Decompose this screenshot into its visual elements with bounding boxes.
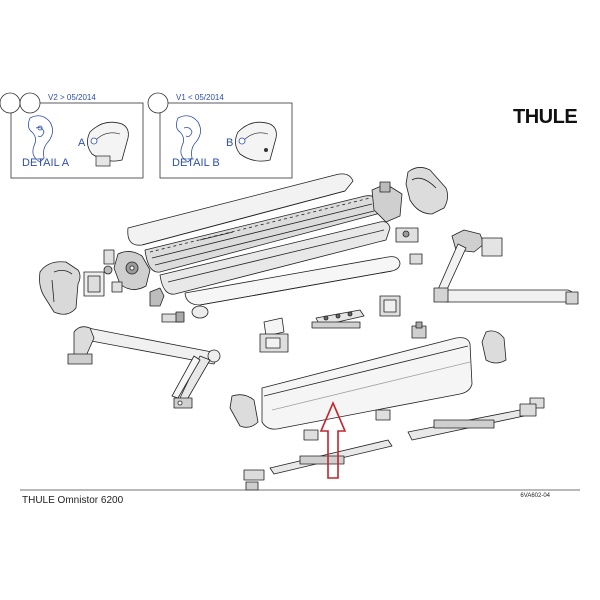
detail-a-endcap-sketch <box>87 121 129 167</box>
brand-logo: THULE <box>513 106 578 128</box>
left-arm-lower <box>171 355 211 409</box>
bottom-slider-right <box>407 403 537 441</box>
detail-a-callout-circle-2 <box>19 92 41 114</box>
drawing-code: 6VA602-04 <box>520 493 550 499</box>
left-end-cap <box>39 261 105 315</box>
left-arm-upper <box>67 326 221 365</box>
front-bar-left-cap <box>229 394 259 428</box>
detail-a-marker: A <box>78 137 86 149</box>
indicator-arrow-icon <box>319 400 347 479</box>
detail-a-hook-sketch <box>28 115 53 163</box>
detail-b-version: V1 < 05/2014 <box>176 93 224 102</box>
detail-a-version: V2 > 05/2014 <box>48 93 96 102</box>
lower-rail <box>159 221 391 295</box>
front-bar-tube <box>184 256 401 319</box>
rail-clip-bar <box>311 309 365 329</box>
detail-b-panel: V1 < 05/2014 DETAIL B B <box>147 92 293 179</box>
right-arm-lower <box>433 287 579 305</box>
detail-b-endcap-sketch <box>235 121 277 162</box>
detail-a-panel: V2 > 05/2014 DETAIL A A <box>0 92 144 179</box>
bottom-slider-left <box>243 439 393 491</box>
product-caption: THULE Omnistor 6200 <box>22 495 124 506</box>
left-bracket-small <box>149 287 185 323</box>
tension-block <box>379 295 401 317</box>
detail-a-frame <box>10 102 144 179</box>
detail-b-marker: B <box>226 137 233 149</box>
lead-bar-clip-right <box>375 409 391 421</box>
detail-a-title: DETAIL A <box>22 157 70 169</box>
detail-b-title: DETAIL B <box>172 157 220 169</box>
detail-b-frame <box>159 102 293 179</box>
detail-b-hook-sketch <box>176 115 201 163</box>
front-lead-bar <box>261 337 473 430</box>
right-end-cap <box>405 167 448 215</box>
front-bar-right-cap <box>481 330 507 364</box>
brand-logo-text: THULE <box>513 106 577 128</box>
small-hinge <box>411 321 427 339</box>
right-motor-block <box>371 181 423 265</box>
lead-bar-clip-left <box>303 429 319 441</box>
right-arm-upper <box>435 229 503 297</box>
top-cover-profile <box>127 173 354 246</box>
wall-bracket <box>259 317 289 353</box>
detail-b-callout-circle <box>147 92 169 114</box>
detail-a-callout-circle-1 <box>0 92 21 114</box>
lead-bar-clip-far <box>529 397 545 409</box>
left-spring-assembly <box>103 249 151 293</box>
